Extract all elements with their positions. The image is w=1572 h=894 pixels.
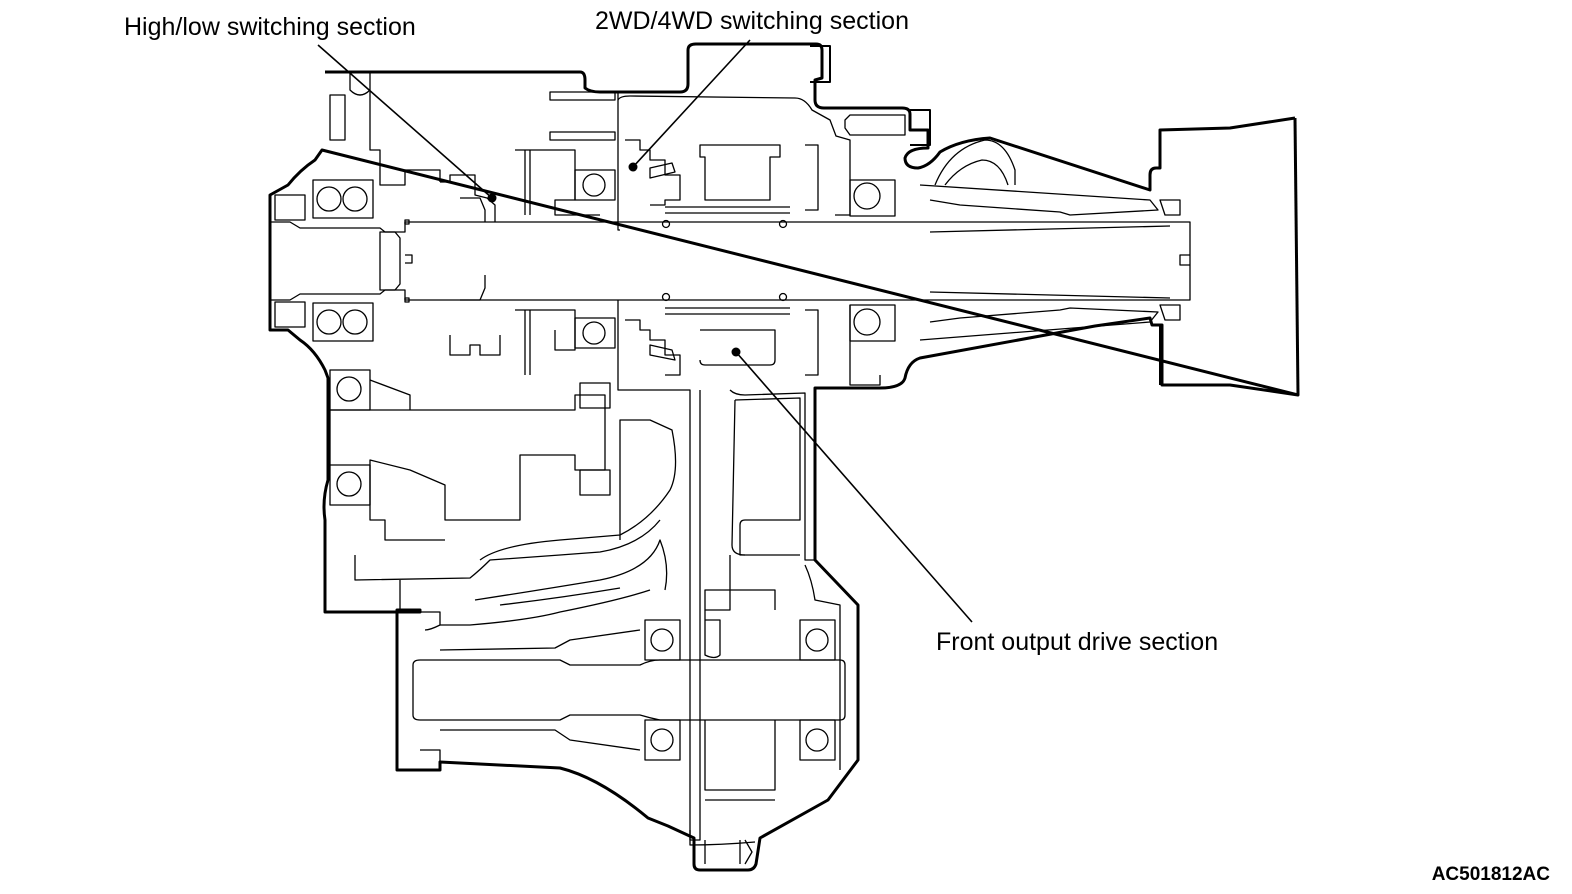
callout-dot-front-output [731,347,741,357]
countershaft [329,379,677,610]
rear-housing [919,130,1181,385]
leader-2wd-4wd [632,39,751,168]
bearings [274,169,896,761]
leader-front-output [735,351,973,623]
callout-dot-2wd-4wd [628,162,638,172]
leader-lines [317,39,973,623]
label-high-low-switching: High/low switching section [124,13,416,41]
figure-id: AC501812AC [1431,864,1550,885]
inner-walls [329,72,881,841]
callout-dot-high-low [487,193,497,203]
snap-rings [404,219,788,303]
case-outline [268,42,1300,872]
main-shaft [270,221,1191,301]
label-2wd-4wd-switching: 2WD/4WD switching section [595,7,909,35]
leader-high-low [317,44,493,199]
2wd-4wd-detail [625,139,790,376]
bolts [810,45,931,146]
high-low-gear-detail [440,149,600,375]
front-output-shaft [412,589,846,865]
label-front-output-drive: Front output drive section [936,628,1219,656]
